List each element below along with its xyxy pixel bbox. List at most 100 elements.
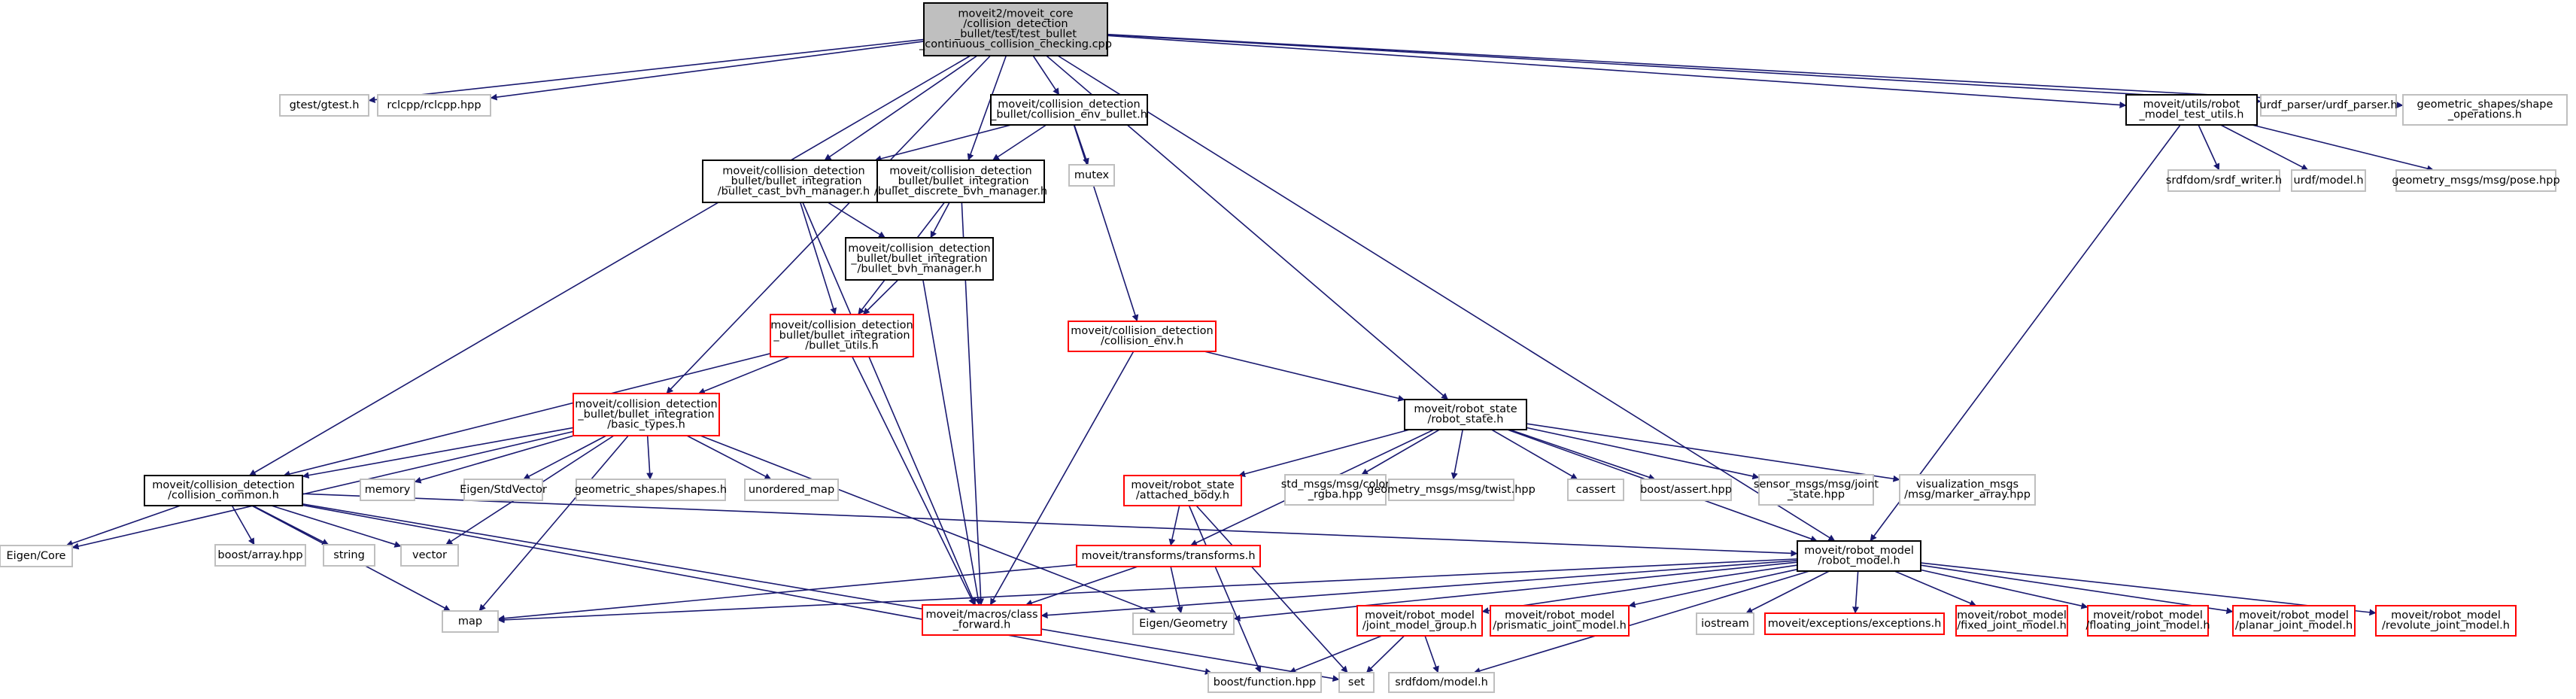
- edge-test_utils-to-robot_model: [1870, 124, 2181, 542]
- node-boost_function[interactable]: boost/function.hpp: [1208, 672, 1322, 693]
- node-box-collision_common: [144, 475, 303, 506]
- node-map[interactable]: map: [442, 610, 499, 633]
- node-twist[interactable]: geometry_msgs/msg/twist.hpp: [1367, 479, 1536, 501]
- node-label-urdf_parser-line-0: urdf_parser/urdf_parser.h: [2259, 99, 2397, 111]
- node-env_bullet[interactable]: moveit/collision_detection_bullet/collis…: [990, 94, 1148, 126]
- node-unordered_map[interactable]: unordered_map: [744, 479, 839, 501]
- node-boost_array[interactable]: boost/array.hpp: [214, 544, 306, 567]
- node-label-marker_array-line-1: /msg/marker_array.hpp: [1904, 489, 2031, 501]
- edge-robot_model-to-eigen_geometry: [1233, 561, 1798, 622]
- edge-robot_state-to-color_rgba: [1361, 429, 1440, 476]
- node-box-cassert: [1567, 479, 1624, 501]
- node-test_utils[interactable]: moveit/utils/robot_model_test_utils.h: [2125, 94, 2258, 126]
- node-bullet_utils[interactable]: moveit/collision_detection_bullet/bullet…: [770, 314, 914, 357]
- node-vector[interactable]: vector: [400, 544, 459, 567]
- node-attached_body[interactable]: moveit/robot_state/attached_body.h: [1123, 475, 1242, 506]
- node-srdf_model[interactable]: srdfdom/model.h: [1388, 672, 1495, 693]
- edge-attached_body-to-set: [1195, 505, 1348, 673]
- node-basic_types[interactable]: moveit/collision_detection_bullet/bullet…: [573, 393, 720, 436]
- edge-cast_bvh-to-bullet_utils: [799, 202, 837, 315]
- node-box-revolute: [2375, 605, 2517, 637]
- node-mutex[interactable]: mutex: [1068, 164, 1115, 187]
- edge-root-to-collision_common: [248, 55, 971, 476]
- node-shapes[interactable]: geometric_shapes/shapes.h: [575, 479, 727, 501]
- edge-collision_common-to-robot_model: [302, 493, 1798, 557]
- node-prismatic[interactable]: moveit/robot_model/prismatic_joint_model…: [1490, 605, 1630, 637]
- edge-collision_env-to-class_forward: [989, 351, 1135, 606]
- node-label-discrete_bvh-line-0: moveit/collision_detection: [889, 165, 1031, 177]
- node-box-geom_ops: [2402, 94, 2568, 126]
- edge-robot_model-to-srdf_model: [1473, 570, 1810, 674]
- edge-basic_types-to-eigen_geometry: [700, 435, 1157, 615]
- node-transforms[interactable]: moveit/transforms/transforms.h: [1076, 545, 1261, 567]
- edge-bvh_manager-to-bullet_utils: [862, 279, 899, 315]
- node-joint_state[interactable]: sensor_msgs/msg/joint_state.hpp: [1754, 474, 1879, 506]
- node-label-unordered_map-line-0: unordered_map: [749, 484, 834, 496]
- node-urdf_parser[interactable]: urdf_parser/urdf_parser.h: [2259, 94, 2398, 117]
- node-iostream[interactable]: iostream: [1696, 612, 1754, 635]
- node-memory[interactable]: memory: [360, 479, 415, 501]
- node-label-attached_body-line-0: moveit/robot_state: [1131, 479, 1234, 491]
- node-robot_model[interactable]: moveit/robot_model/robot_model.h: [1797, 540, 1921, 572]
- node-label-bvh_manager-line-2: /bullet_bvh_manager.h: [857, 263, 981, 275]
- node-label-vector-line-0: vector: [412, 549, 447, 561]
- node-exceptions[interactable]: moveit/exceptions/exceptions.h: [1764, 612, 1945, 635]
- node-robot_state[interactable]: moveit/robot_state/robot_state.h: [1404, 399, 1527, 430]
- node-eigen_core[interactable]: Eigen/Core: [0, 545, 73, 567]
- node-box-joint_state: [1758, 474, 1874, 506]
- node-string[interactable]: string: [323, 544, 375, 567]
- node-label-revolute-line-0: moveit/robot_model: [2391, 609, 2501, 622]
- node-srdf_writer[interactable]: srdfdom/srdf_writer.h: [2166, 169, 2282, 192]
- node-box-robot_state: [1404, 399, 1527, 430]
- node-marker_array[interactable]: visualization_msgs/msg/marker_array.hpp: [1899, 474, 2036, 506]
- node-discrete_bvh[interactable]: moveit/collision_detection_bullet/bullet…: [874, 160, 1047, 203]
- node-gtest[interactable]: gtest/gtest.h: [279, 94, 369, 117]
- node-label-cassert-line-0: cassert: [1576, 484, 1616, 496]
- node-label-exceptions-line-0: moveit/exceptions/exceptions.h: [1768, 618, 1942, 630]
- node-label-revolute-line-1: /revolute_joint_model.h: [2382, 620, 2510, 632]
- node-revolute[interactable]: moveit/robot_model/revolute_joint_model.…: [2375, 605, 2517, 637]
- node-box-mutex: [1068, 164, 1115, 187]
- node-set[interactable]: set: [1338, 672, 1375, 693]
- node-class_forward[interactable]: moveit/macros/class_forward.h: [922, 604, 1042, 636]
- node-rclcpp[interactable]: rclcpp/rclcpp.hpp: [377, 94, 491, 117]
- node-floating[interactable]: moveit/robot_model/floating_joint_model.…: [2085, 605, 2210, 637]
- node-pose[interactable]: geometry_msgs/msg/pose.hpp: [2392, 169, 2560, 192]
- node-cassert[interactable]: cassert: [1567, 479, 1624, 501]
- node-label-prismatic-line-0: moveit/robot_model: [1505, 609, 1615, 622]
- node-label-collision_env-line-1: /collision_env.h: [1101, 336, 1183, 348]
- node-eigen_stdvector[interactable]: Eigen/StdVector: [460, 479, 547, 501]
- node-boost_assert[interactable]: boost/assert.hpp: [1640, 479, 1732, 501]
- node-label-cast_bvh-line-1: _bullet/bullet_integration: [724, 175, 861, 187]
- node-eigen_geometry[interactable]: Eigen/Geometry: [1132, 612, 1235, 635]
- node-bvh_manager[interactable]: moveit/collision_detection_bullet/bullet…: [845, 237, 994, 281]
- node-label-joint_state-line-0: sensor_msgs/msg/joint: [1754, 479, 1879, 491]
- node-urdf_model[interactable]: urdf/model.h: [2291, 169, 2366, 192]
- node-box-attached_body: [1123, 475, 1242, 506]
- node-color_rgba[interactable]: std_msgs/msg/color_rgba.hpp: [1281, 474, 1390, 506]
- node-root[interactable]: moveit2/moveit_core/collision_detection_…: [919, 2, 1112, 56]
- node-label-discrete_bvh-line-2: /bullet_discrete_bvh_manager.h: [874, 185, 1047, 197]
- edge-robot_state-to-twist: [1451, 429, 1463, 480]
- node-box-memory: [360, 479, 415, 501]
- edge-basic_types-to-collision_common: [302, 427, 574, 479]
- node-geom_ops[interactable]: geometric_shapes/shape_operations.h: [2402, 94, 2568, 126]
- node-fixed[interactable]: moveit/robot_model/fixed_joint_model.h: [1955, 605, 2068, 637]
- node-collision_common[interactable]: moveit/collision_detection/collision_com…: [144, 475, 303, 506]
- node-collision_env[interactable]: moveit/collision_detection/collision_env…: [1068, 321, 1217, 352]
- edge-bullet_utils-to-basic_types: [697, 356, 790, 394]
- node-cast_bvh[interactable]: moveit/collision_detection_bullet/bullet…: [702, 160, 886, 203]
- node-label-marker_array-line-0: visualization_msgs: [1916, 479, 2019, 491]
- edge-bullet_utils-to-collision_common: [283, 353, 771, 478]
- node-box-boost_array: [214, 544, 306, 567]
- edge-basic_types-to-memory: [414, 435, 574, 484]
- edge-robot_model-to-iostream: [1745, 570, 1830, 614]
- node-label-robot_model-line-0: moveit/robot_model: [1804, 545, 1914, 557]
- node-planar[interactable]: moveit/robot_model/planar_joint_model.h: [2232, 605, 2356, 637]
- node-label-basic_types-line-2: /basic_types.h: [607, 418, 685, 430]
- node-box-root: [923, 2, 1108, 56]
- edge-root-to-gtest: [368, 38, 925, 104]
- node-joint_model_group[interactable]: moveit/robot_model/joint_model_group.h: [1356, 605, 1483, 637]
- node-label-iostream-line-0: iostream: [1701, 618, 1749, 630]
